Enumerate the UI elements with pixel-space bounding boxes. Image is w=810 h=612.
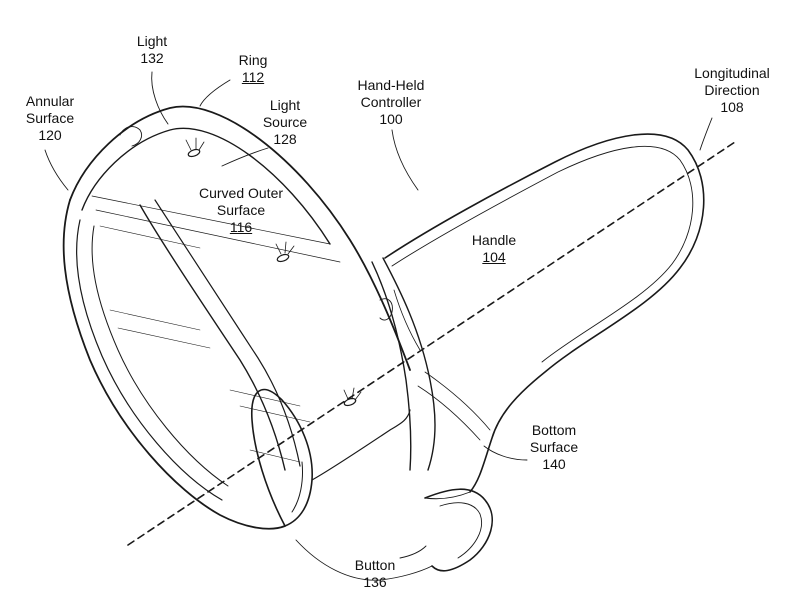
longitudinal-direction-label-line1: Longitudinal [694, 65, 770, 82]
annular-surface-label-line2: Surface [26, 110, 74, 127]
bottom-surface-ref-number: 140 [530, 456, 578, 473]
ring-shell [64, 107, 410, 529]
curved-outer-surface-label-line1: Curved Outer [199, 185, 283, 202]
light-source-ref-number: 128 [263, 131, 307, 148]
light-source-label-line1: Light [263, 97, 307, 114]
longitudinal-direction-label: Longitudinal Direction 108 [694, 65, 770, 116]
hand-held-controller-label-line1: Hand-Held [358, 77, 425, 94]
hand-held-controller-label: Hand-Held Controller 100 [358, 77, 425, 128]
handle-ref-number: 104 [472, 249, 516, 266]
annular-surface-ref-number: 120 [26, 127, 74, 144]
light-markers [186, 138, 361, 407]
button-label-name: Button [355, 557, 395, 574]
hand-held-controller-ref-number: 100 [358, 111, 425, 128]
bottom-surface-label: Bottom Surface 140 [530, 422, 578, 473]
button-label: Button 136 [355, 557, 395, 591]
ring-label: Ring 112 [239, 52, 268, 86]
ring-ref-number: 112 [239, 69, 268, 86]
ring-label-name: Ring [239, 52, 268, 69]
neck [372, 258, 435, 470]
annular-surface-label-line1: Annular [26, 93, 74, 110]
curved-outer-surface-label-line2: Surface [199, 202, 283, 219]
longitudinal-direction-label-line2: Direction [694, 82, 770, 99]
bottom-surface-label-line2: Surface [530, 439, 578, 456]
light-source-label-line2: Source [263, 114, 307, 131]
curved-outer-surface-ref-number: 116 [199, 219, 283, 236]
light-source-label: Light Source 128 [263, 97, 307, 148]
longitudinal-direction-ref-number: 108 [694, 99, 770, 116]
leader-lines [45, 72, 712, 558]
handle-label: Handle 104 [472, 232, 516, 266]
handle-label-name: Handle [472, 232, 516, 249]
light-label: Light 132 [137, 33, 167, 67]
button-ref-number: 136 [355, 574, 395, 591]
hand-held-controller-label-line2: Controller [358, 94, 425, 111]
light-ref-number: 132 [137, 50, 167, 67]
light-label-name: Light [137, 33, 167, 50]
curved-outer-surface-label: Curved Outer Surface 116 [199, 185, 283, 236]
annular-surface-label: Annular Surface 120 [26, 93, 74, 144]
bottom-surface-label-line1: Bottom [530, 422, 578, 439]
